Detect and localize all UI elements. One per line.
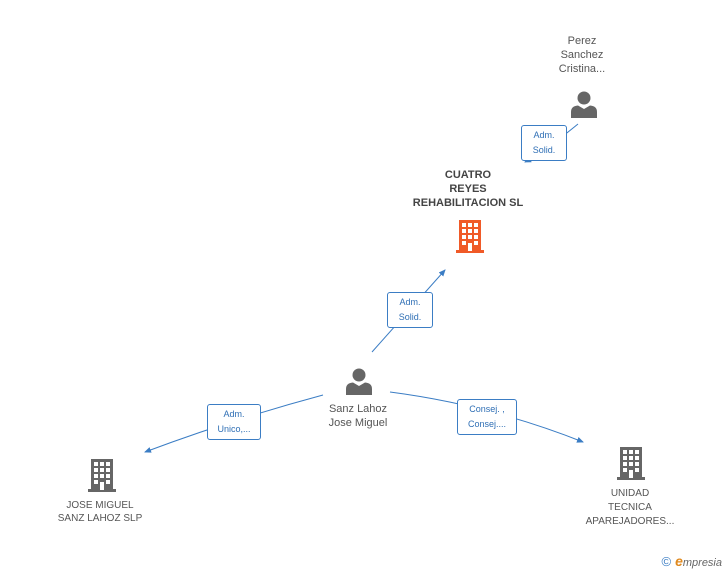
edge-label-perez-cuatro[interactable]: Adm. Solid. xyxy=(521,125,567,161)
node-perez-line-3: Cristina... xyxy=(558,63,606,75)
edge-label-sanz-jose[interactable]: Adm. Unico,... xyxy=(207,404,261,440)
node-perez[interactable]: Perez Sanchez Cristina... xyxy=(540,34,624,76)
building-icon xyxy=(88,459,116,492)
edge-label-text: Consej.... xyxy=(467,419,507,429)
node-jose-miguel-slp[interactable]: JOSE MIGUEL SANZ LAHOZ SLP xyxy=(40,499,160,525)
person-icon xyxy=(571,91,597,118)
node-jose-line-1: JOSE MIGUEL xyxy=(66,500,134,511)
node-cuatro-line-1: CUATRO xyxy=(444,169,492,181)
brand-initial: e xyxy=(675,553,683,569)
edge-label-sanz-unidad[interactable]: Consej. , Consej.... xyxy=(457,399,517,435)
edge-label-text: Adm. xyxy=(533,130,555,140)
edge-label-text: Unico,... xyxy=(217,424,251,434)
building-icon xyxy=(456,220,484,253)
edge-label-text: Solid. xyxy=(532,145,556,155)
person-icon xyxy=(346,368,372,395)
node-sanz-line-2: Jose Miguel xyxy=(328,417,388,429)
node-unidad-line-2: TECNICA xyxy=(608,502,652,513)
brand-footer: ©empresia xyxy=(661,553,722,569)
edge-label-sanz-cuatro[interactable]: Adm. Solid. xyxy=(387,292,433,328)
node-cuatro-line-2: REYES xyxy=(449,183,487,195)
edge-label-text: Consej. , xyxy=(469,404,505,414)
node-sanz-lahoz[interactable]: Sanz Lahoz Jose Miguel xyxy=(310,402,406,430)
node-perez-line-2: Sanchez xyxy=(560,49,604,61)
node-perez-line-1: Perez xyxy=(567,35,597,47)
edge-label-text: Adm. xyxy=(223,409,245,419)
node-cuatro-reyes[interactable]: CUATRO REYES REHABILITACION SL xyxy=(398,168,538,210)
node-cuatro-line-3: REHABILITACION SL xyxy=(412,197,524,209)
node-sanz-line-1: Sanz Lahoz xyxy=(328,403,388,415)
copyright-icon: © xyxy=(661,554,672,569)
edge-label-text: Solid. xyxy=(398,312,422,322)
node-jose-line-2: SANZ LAHOZ SLP xyxy=(57,513,143,524)
edge-label-text: Adm. xyxy=(399,297,421,307)
building-icon xyxy=(617,447,645,480)
brand-name: mpresia xyxy=(682,557,722,569)
node-unidad-line-3: APAREJADORES... xyxy=(585,516,675,527)
node-unidad-tecnica[interactable]: UNIDAD TECNICA APAREJADORES... xyxy=(570,487,690,529)
node-unidad-line-1: UNIDAD xyxy=(610,488,650,499)
